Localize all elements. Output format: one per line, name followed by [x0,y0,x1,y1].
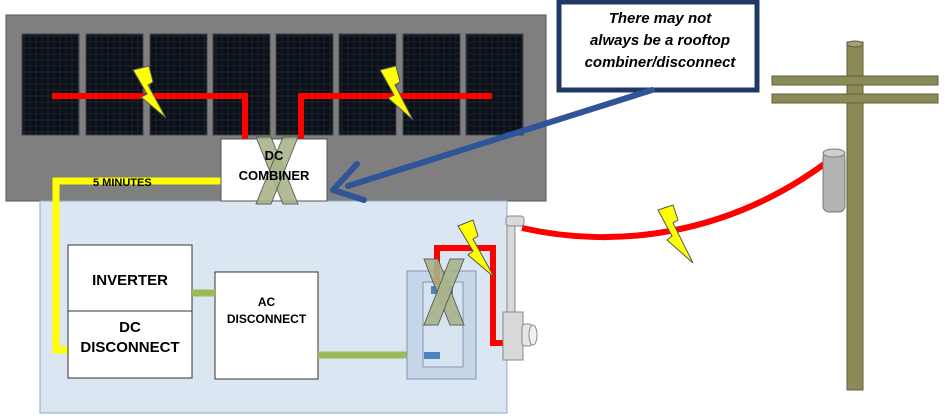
lightning-icon [379,65,414,121]
callout-text: There may not always be a rooftop combin… [566,8,754,74]
pole-top [846,40,864,48]
lightning-icon [457,219,495,278]
pole-crossarm [771,93,939,104]
callout-line: combiner/disconnect [584,54,736,71]
ac-disconnect-label: AC DISCONNECT [216,294,317,328]
meter-glass [528,324,538,346]
solar-panel [402,33,461,136]
solar-panel [465,33,524,136]
ac-disconnect-label-line: DISCONNECT [226,312,307,326]
solar-panel [275,33,334,136]
main-breaker-off-x-icon [423,258,465,326]
solar-panel [212,33,271,136]
energized-string-right [298,93,492,140]
callout-line: always be a rooftop [589,32,731,49]
solar-panel [21,33,80,136]
service-drop [521,149,842,241]
callout-box [556,0,760,93]
combiner-off-x-icon [255,136,299,205]
callout-line: There may not [608,10,712,27]
lightning-icon [132,65,167,119]
solar-panel [149,33,208,136]
energized-string-left [52,93,248,140]
inverter-label: INVERTER [92,272,168,289]
pole-crossarm [771,75,939,86]
ac-disconnect-label-line: AC [257,295,276,309]
solar-panel [338,33,397,136]
combiner-label: DC COMBINER [222,146,326,186]
combiner-label-line: COMBINER [238,168,310,183]
solar-panel [85,33,144,136]
dc-wire [52,177,222,354]
dc-disconnect-box [67,310,193,379]
time-label: 5 MINUTES [93,177,152,189]
transformer [822,151,846,213]
solar-array [21,33,524,136]
callout-arrow [330,87,655,203]
transformer-top [822,148,846,158]
lightning-icon [657,204,694,264]
breaker [424,352,440,359]
ac-disconnect-box [214,271,319,380]
weatherhead [505,215,525,227]
dc-disconnect-label: DC DISCONNECT [68,318,192,358]
service-mast [506,221,516,315]
dc-disconnect-label-line: DC [119,319,141,336]
inverter-box [67,244,193,312]
combiner-label-line: DC [264,148,284,163]
meter-base [502,311,524,361]
dc-disconnect-label-line: DISCONNECT [80,339,180,356]
